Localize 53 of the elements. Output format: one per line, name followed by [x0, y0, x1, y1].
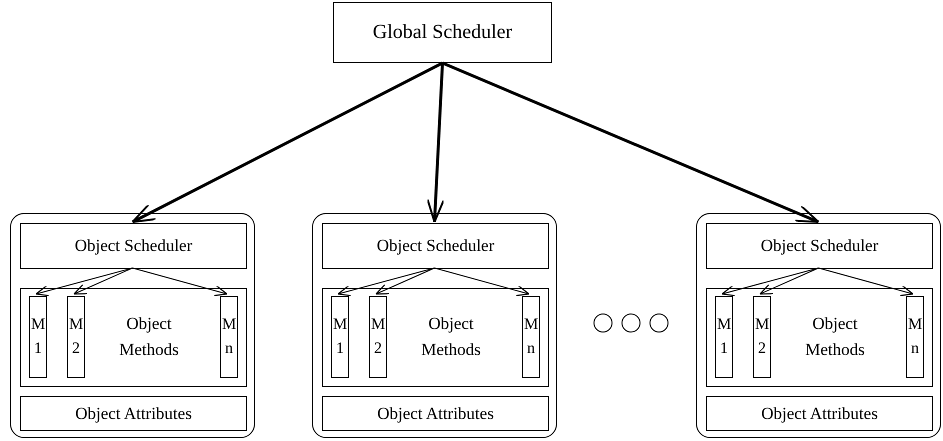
box-label: M n — [908, 315, 922, 359]
arrow — [818, 268, 914, 296]
box-label: Object Scheduler — [376, 235, 494, 257]
process-box — [20, 396, 247, 431]
arrow — [721, 268, 819, 296]
method-box — [522, 296, 540, 378]
arrow — [426, 62, 445, 223]
arrow — [375, 268, 435, 295]
box-label: M 1 — [31, 315, 45, 359]
process-box — [322, 396, 549, 431]
process-box — [322, 288, 549, 387]
method-box — [29, 296, 47, 378]
process-box — [706, 223, 933, 269]
method-box — [753, 296, 771, 378]
box-label: Global Scheduler — [372, 20, 512, 45]
process-box — [706, 396, 933, 431]
box-label: Object Scheduler — [760, 235, 878, 257]
process-box — [333, 2, 552, 63]
arrow — [73, 268, 133, 295]
box-label: M 2 — [755, 315, 769, 359]
method-box — [220, 296, 238, 378]
box-label: M 1 — [333, 315, 347, 359]
object-container — [312, 213, 557, 438]
box-label: Object Attributes — [377, 402, 494, 424]
arrow — [35, 268, 133, 296]
box-label: M 1 — [717, 315, 731, 359]
arrow — [337, 268, 435, 296]
method-box — [67, 296, 85, 378]
box-label: Object Methods — [420, 313, 482, 360]
process-box — [322, 223, 549, 269]
method-box — [906, 296, 924, 378]
process-box — [20, 288, 247, 387]
box-label: M n — [524, 315, 538, 359]
method-box — [369, 296, 387, 378]
object-container — [10, 213, 255, 438]
box-label: M 2 — [371, 315, 385, 359]
arrow — [132, 268, 228, 296]
box-label: Object Methods — [118, 313, 180, 360]
box-label: Object Attributes — [75, 402, 192, 424]
arrow — [442, 62, 820, 224]
arrow — [132, 62, 444, 224]
arrow — [434, 268, 530, 296]
process-box — [20, 223, 247, 269]
box-label: M 2 — [69, 315, 83, 359]
object-container — [696, 213, 941, 438]
box-label: Object Methods — [804, 313, 866, 360]
arrow — [759, 268, 819, 295]
box-label: M n — [222, 315, 236, 359]
process-box — [706, 288, 933, 387]
box-label: Object Scheduler — [74, 235, 192, 257]
box-label: Object Attributes — [761, 402, 878, 424]
method-box — [331, 296, 349, 378]
method-box — [715, 296, 733, 378]
